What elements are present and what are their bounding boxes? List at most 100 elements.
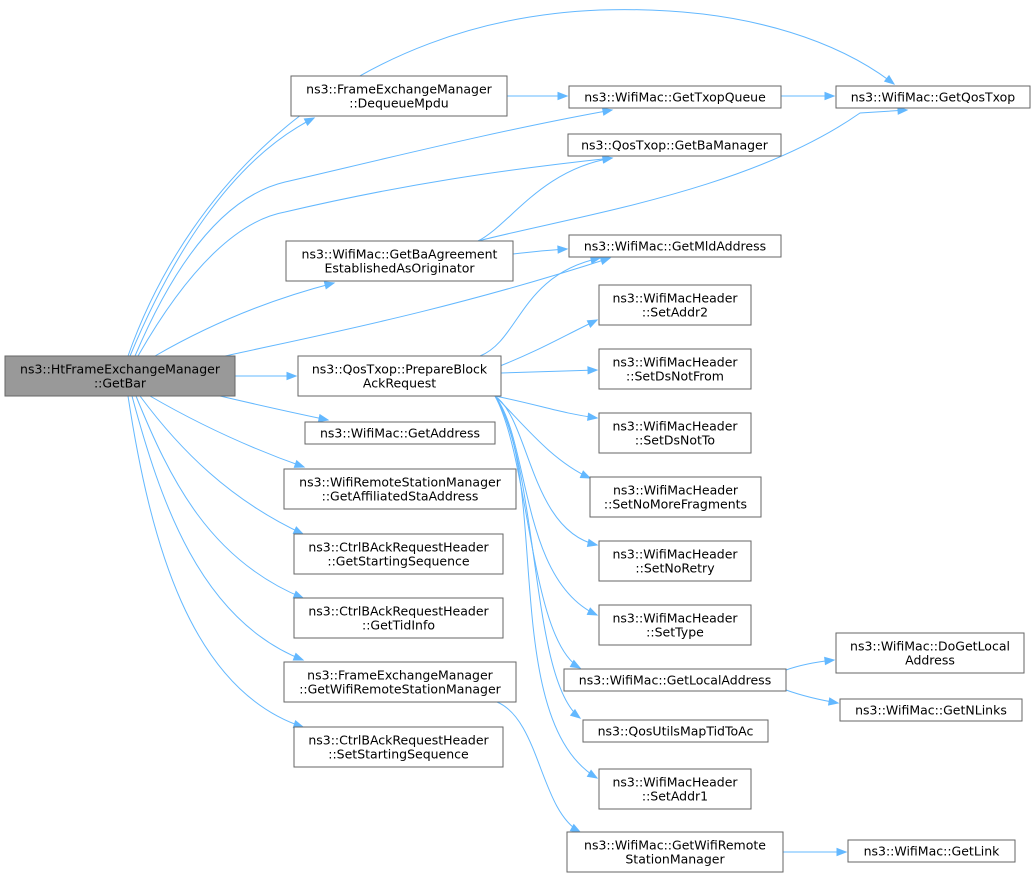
arrowhead-preparebar-to-setnoretry bbox=[586, 538, 599, 548]
edge-getbar-to-getaddress bbox=[219, 395, 329, 421]
node-getwifirsm[interactable]: ns3::FrameExchangeManager::GetWifiRemote… bbox=[283, 661, 517, 703]
edge-preparebar-to-setnomorefrag bbox=[494, 395, 591, 479]
edge-getbar-to-getwifirsm bbox=[131, 395, 304, 661]
node-label: ::GetWifiRemoteStationManager bbox=[299, 682, 501, 697]
node-getmldaddress[interactable]: ns3::WifiMac::GetMldAddress bbox=[568, 234, 782, 258]
node-label: ns3::CtrlBAckRequestHeader bbox=[308, 733, 489, 748]
node-box bbox=[568, 234, 782, 258]
edge-getbar-to-getbamanager bbox=[137, 157, 613, 357]
node-setaddr1[interactable]: ns3::WifiMacHeader::SetAddr1 bbox=[598, 768, 752, 810]
node-label: ns3::QosTxop::GetBaManager bbox=[581, 138, 769, 153]
node-getaddress[interactable]: ns3::WifiMac::GetAddress bbox=[304, 421, 496, 445]
call-graph-nodes: ns3::HtFrameExchangeManager::GetBarns3::… bbox=[4, 75, 1031, 873]
edge-getbaagreement-to-getqostxop bbox=[477, 109, 908, 242]
node-label: ::SetNoMoreFragments bbox=[604, 497, 747, 512]
edge-getbar-to-getmldaddress bbox=[224, 257, 611, 357]
node-box bbox=[293, 726, 504, 768]
node-label: ns3::HtFrameExchangeManager bbox=[20, 362, 221, 377]
node-box bbox=[293, 597, 504, 639]
edge-getbar-to-getqostxop bbox=[127, 9, 895, 357]
node-label: StationManager bbox=[625, 852, 725, 867]
edge-getbar-to-setstartingseq bbox=[127, 395, 304, 728]
node-label: ns3::QosTxop::PrepareBlock bbox=[312, 362, 488, 377]
node-label: ns3::WifiMacHeader bbox=[612, 611, 738, 626]
node-box bbox=[566, 831, 784, 873]
node-box bbox=[568, 85, 782, 109]
node-label: ns3::WifiMac::GetBaAgreement bbox=[302, 247, 498, 262]
edge-getbar-to-getbaagreement bbox=[154, 282, 335, 357]
node-setnomorefrag[interactable]: ns3::WifiMacHeader::SetNoMoreFragments bbox=[589, 476, 762, 518]
node-label: ns3::WifiMacHeader bbox=[612, 775, 738, 790]
node-label: ::GetAffiliatedStaAddress bbox=[322, 489, 479, 504]
node-label: ::SetStartingSequence bbox=[328, 747, 469, 762]
node-label: ::SetAddr2 bbox=[642, 305, 708, 320]
node-getnlinks[interactable]: ns3::WifiMac::GetNLinks bbox=[839, 698, 1023, 722]
arrowhead-getbar-to-gettxopqueue bbox=[601, 107, 614, 116]
node-label: ns3::CtrlBAckRequestHeader bbox=[308, 604, 489, 619]
node-setaddr2[interactable]: ns3::WifiMacHeader::SetAddr2 bbox=[598, 284, 752, 326]
arrowhead-preparebar-to-setdsnotfrom bbox=[587, 366, 599, 375]
node-setnoretry[interactable]: ns3::WifiMacHeader::SetNoRetry bbox=[598, 540, 752, 582]
node-label: ::GetTidInfo bbox=[362, 618, 435, 633]
edge-getwifirsm-to-getwifiremote bbox=[496, 701, 581, 833]
node-getbaagreement[interactable]: ns3::WifiMac::GetBaAgreementEstablishedA… bbox=[285, 240, 514, 282]
arrowhead-getbar-to-getaddress bbox=[317, 413, 330, 423]
node-getqostxop[interactable]: ns3::WifiMac::GetQosTxop bbox=[835, 85, 1031, 109]
node-setdsnotto[interactable]: ns3::WifiMacHeader::SetDsNotTo bbox=[598, 412, 752, 454]
node-settype[interactable]: ns3::WifiMacHeader::SetType bbox=[598, 604, 752, 646]
edge-getbar-to-gettidinfo bbox=[135, 395, 304, 599]
edge-getbar-to-dequeue bbox=[129, 117, 315, 357]
arrowhead-getbaagreement-to-getbamanager bbox=[601, 155, 614, 164]
node-label: ::SetType bbox=[646, 625, 704, 640]
node-box bbox=[293, 533, 504, 575]
arrowhead-getwifirsm-to-getwifiremote bbox=[569, 823, 582, 833]
node-qosutils[interactable]: ns3::QosUtilsMapTidToAc bbox=[582, 719, 769, 743]
node-label: ns3::WifiMac::GetAddress bbox=[320, 426, 480, 441]
arrowhead-getlocaladdress-to-getnlinks bbox=[827, 697, 840, 706]
node-getbar[interactable]: ns3::HtFrameExchangeManager::GetBar bbox=[4, 355, 236, 397]
node-getbamanager[interactable]: ns3::QosTxop::GetBaManager bbox=[567, 133, 782, 157]
node-label: ::GetBar bbox=[94, 376, 147, 391]
node-label: ns3::WifiMac::GetLocalAddress bbox=[579, 673, 771, 688]
arrowhead-getbar-to-getwifirsm bbox=[292, 652, 305, 661]
arrowhead-dequeue-to-gettxopqueue bbox=[557, 91, 569, 101]
node-label: AckRequest bbox=[363, 376, 436, 391]
node-label: ns3::WifiMacHeader bbox=[613, 483, 739, 498]
node-label: ns3::FrameExchangeManager bbox=[306, 82, 492, 97]
node-getlink[interactable]: ns3::WifiMac::GetLink bbox=[847, 839, 1016, 863]
node-label: ns3::FrameExchangeManager bbox=[307, 668, 493, 683]
node-getlocaladdress[interactable]: ns3::WifiMac::GetLocalAddress bbox=[563, 668, 787, 692]
edge-getbar-to-gettxopqueue bbox=[134, 109, 613, 357]
node-getstartingseq[interactable]: ns3::CtrlBAckRequestHeader::GetStartingS… bbox=[293, 533, 504, 575]
node-label: ns3::WifiMac::GetNLinks bbox=[855, 703, 1007, 718]
node-box bbox=[598, 284, 752, 326]
node-box bbox=[598, 540, 752, 582]
node-gettxopqueue[interactable]: ns3::WifiMac::GetTxopQueue bbox=[568, 85, 782, 109]
node-dequeue[interactable]: ns3::FrameExchangeManager::DequeueMpdu bbox=[290, 75, 508, 117]
node-label: ::DequeueMpdu bbox=[349, 96, 448, 111]
node-label: ns3::CtrlBAckRequestHeader bbox=[308, 540, 489, 555]
arrowhead-preparebar-to-settype bbox=[586, 607, 599, 616]
node-label: ns3::WifiRemoteStationManager bbox=[299, 475, 502, 490]
edge-preparebar-to-getmldaddress bbox=[479, 257, 601, 357]
arrowhead-getbaagreement-to-getmldaddress bbox=[557, 245, 569, 254]
arrowhead-gettxopqueue-to-getqostxop bbox=[824, 91, 836, 101]
node-setdsnotfrom[interactable]: ns3::WifiMacHeader::SetDsNotFrom bbox=[598, 348, 752, 390]
arrowhead-getbaagreement-to-getqostxop bbox=[897, 106, 909, 115]
node-box bbox=[589, 476, 762, 518]
node-getaffiliated[interactable]: ns3::WifiRemoteStationManager::GetAffili… bbox=[283, 468, 517, 510]
node-label: ns3::WifiMacHeader bbox=[612, 291, 738, 306]
node-label: ns3::WifiMacHeader bbox=[612, 547, 738, 562]
node-box bbox=[4, 355, 236, 397]
node-getwifiremote[interactable]: ns3::WifiMac::GetWifiRemoteStationManage… bbox=[566, 831, 784, 873]
node-label: ::SetDsNotFrom bbox=[626, 369, 724, 384]
arrowhead-getbar-to-preparebar bbox=[286, 371, 298, 381]
node-gettidinfo[interactable]: ns3::CtrlBAckRequestHeader::GetTidInfo bbox=[293, 597, 504, 639]
edge-preparebar-to-settype bbox=[494, 395, 598, 616]
arrowhead-getbar-to-getmldaddress bbox=[599, 256, 612, 265]
node-label: ns3::WifiMacHeader bbox=[612, 419, 738, 434]
node-setstartingseq[interactable]: ns3::CtrlBAckRequestHeader::SetStartingS… bbox=[293, 726, 504, 768]
